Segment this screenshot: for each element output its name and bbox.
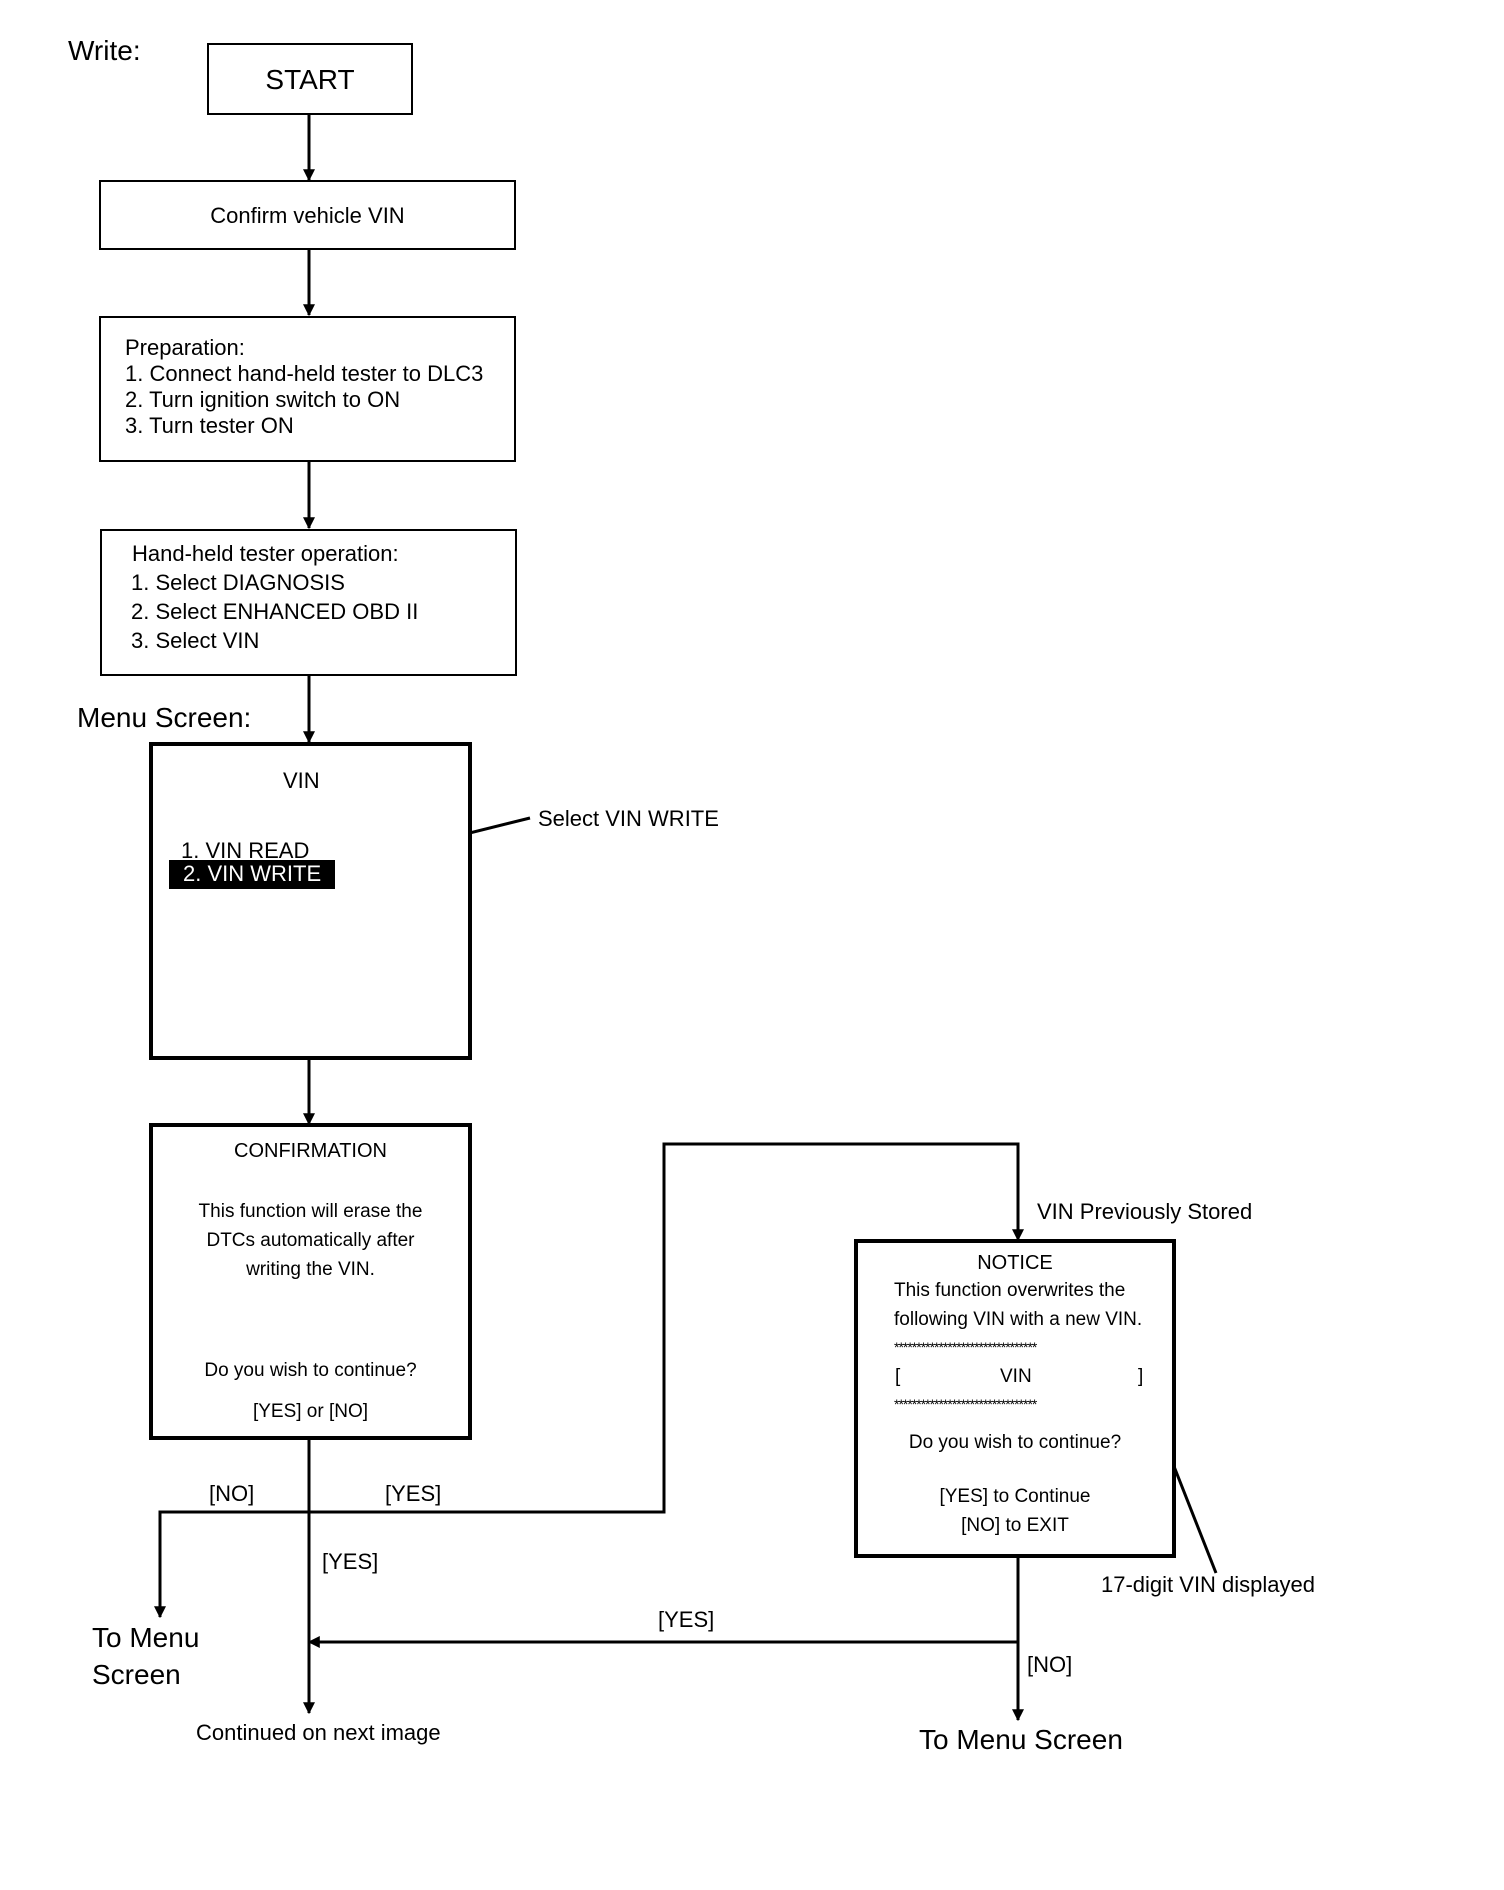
write-label: Write: bbox=[68, 35, 141, 66]
notice-question: Do you wish to continue? bbox=[908, 1432, 1122, 1453]
notice-message-2: following VIN with a new VIN. bbox=[894, 1309, 1143, 1330]
select-vin-write-callout: Select VIN WRITE bbox=[538, 806, 719, 831]
label-no-notice: [NO] bbox=[1027, 1652, 1073, 1677]
notice-stars-bottom: ******************************** bbox=[894, 1396, 1037, 1412]
notice-vin-open-bracket: [ bbox=[895, 1366, 901, 1387]
notice-yes-option: [YES] to Continue bbox=[939, 1486, 1091, 1507]
arrow-confirmation-yes-to-notice bbox=[309, 1142, 1024, 1514]
label-yes-right: [YES] bbox=[385, 1481, 442, 1506]
notice-screen: NOTICE This function overwrites the foll… bbox=[854, 1239, 1176, 1558]
notice-title: NOTICE bbox=[977, 1252, 1053, 1274]
menu-screen-title: VIN bbox=[283, 768, 320, 793]
start-terminator: START bbox=[207, 43, 413, 115]
confirmation-message-3: writing the VIN. bbox=[246, 1259, 375, 1280]
menu-screen-label: Menu Screen: bbox=[77, 702, 252, 733]
label-yes-back: [YES] bbox=[658, 1607, 715, 1632]
confirmation-options: [YES] or [NO] bbox=[252, 1401, 369, 1422]
notice-stars-top: ******************************** bbox=[894, 1339, 1037, 1355]
preparation-step-1: 1. Connect hand-held tester to DLC3 bbox=[125, 361, 484, 386]
preparation-step: Preparation: 1. Connect hand-held tester… bbox=[99, 316, 516, 462]
preparation-title: Preparation: bbox=[125, 335, 245, 360]
menu-item-vin-write-highlight: 2. VIN WRITE bbox=[169, 860, 336, 889]
to-menu-screen-right: To Menu Screen bbox=[919, 1724, 1123, 1755]
confirmation-question: Do you wish to continue? bbox=[204, 1360, 417, 1381]
notice-message-1: This function overwrites the bbox=[894, 1280, 1126, 1301]
confirm-vin-text: Confirm vehicle VIN bbox=[210, 203, 405, 228]
continued-on-next-image: Continued on next image bbox=[196, 1720, 441, 1745]
to-menu-screen-left-line-1: To Menu bbox=[92, 1622, 200, 1653]
notice-vin: VIN bbox=[1000, 1366, 1032, 1387]
menu-screen: VIN 1. VIN READ 2. VIN WRITE bbox=[149, 742, 472, 1060]
notice-vin-close-bracket: ] bbox=[1138, 1366, 1144, 1387]
notice-no-option: [NO] to EXIT bbox=[961, 1515, 1069, 1536]
confirmation-title: CONFIRMATION bbox=[234, 1140, 387, 1162]
start-label: START bbox=[265, 64, 355, 95]
arrow-confirmation-no-left bbox=[154, 1510, 309, 1619]
label-yes-down: [YES] bbox=[322, 1549, 379, 1574]
preparation-step-3: 3. Turn tester ON bbox=[125, 413, 294, 438]
tester-operation-title: Hand-held tester operation: bbox=[132, 541, 399, 566]
menu-item-vin-read: 1. VIN READ bbox=[181, 838, 310, 863]
tester-operation-step-2: 2. Select ENHANCED OBD II bbox=[131, 599, 419, 624]
confirmation-screen: CONFIRMATION This function will erase th… bbox=[149, 1123, 472, 1440]
to-menu-screen-left-line-2: Screen bbox=[92, 1659, 181, 1690]
confirm-vin-step: Confirm vehicle VIN bbox=[99, 180, 516, 250]
vin-displayed-callout: 17-digit VIN displayed bbox=[1101, 1572, 1316, 1597]
confirmation-message-2: DTCs automatically after bbox=[206, 1230, 415, 1251]
menu-item-vin-write: 2. VIN WRITE bbox=[169, 860, 336, 889]
tester-operation-step-1: 1. Select DIAGNOSIS bbox=[131, 570, 345, 595]
label-no-left: [NO] bbox=[209, 1481, 255, 1506]
vin-previously-stored-label: VIN Previously Stored bbox=[1037, 1199, 1253, 1224]
tester-operation-step-3: 3. Select VIN bbox=[131, 628, 260, 653]
confirmation-message-1: This function will erase the bbox=[198, 1201, 423, 1222]
tester-operation-step: Hand-held tester operation: 1. Select DI… bbox=[100, 529, 517, 676]
preparation-step-2: 2. Turn ignition switch to ON bbox=[125, 387, 401, 412]
